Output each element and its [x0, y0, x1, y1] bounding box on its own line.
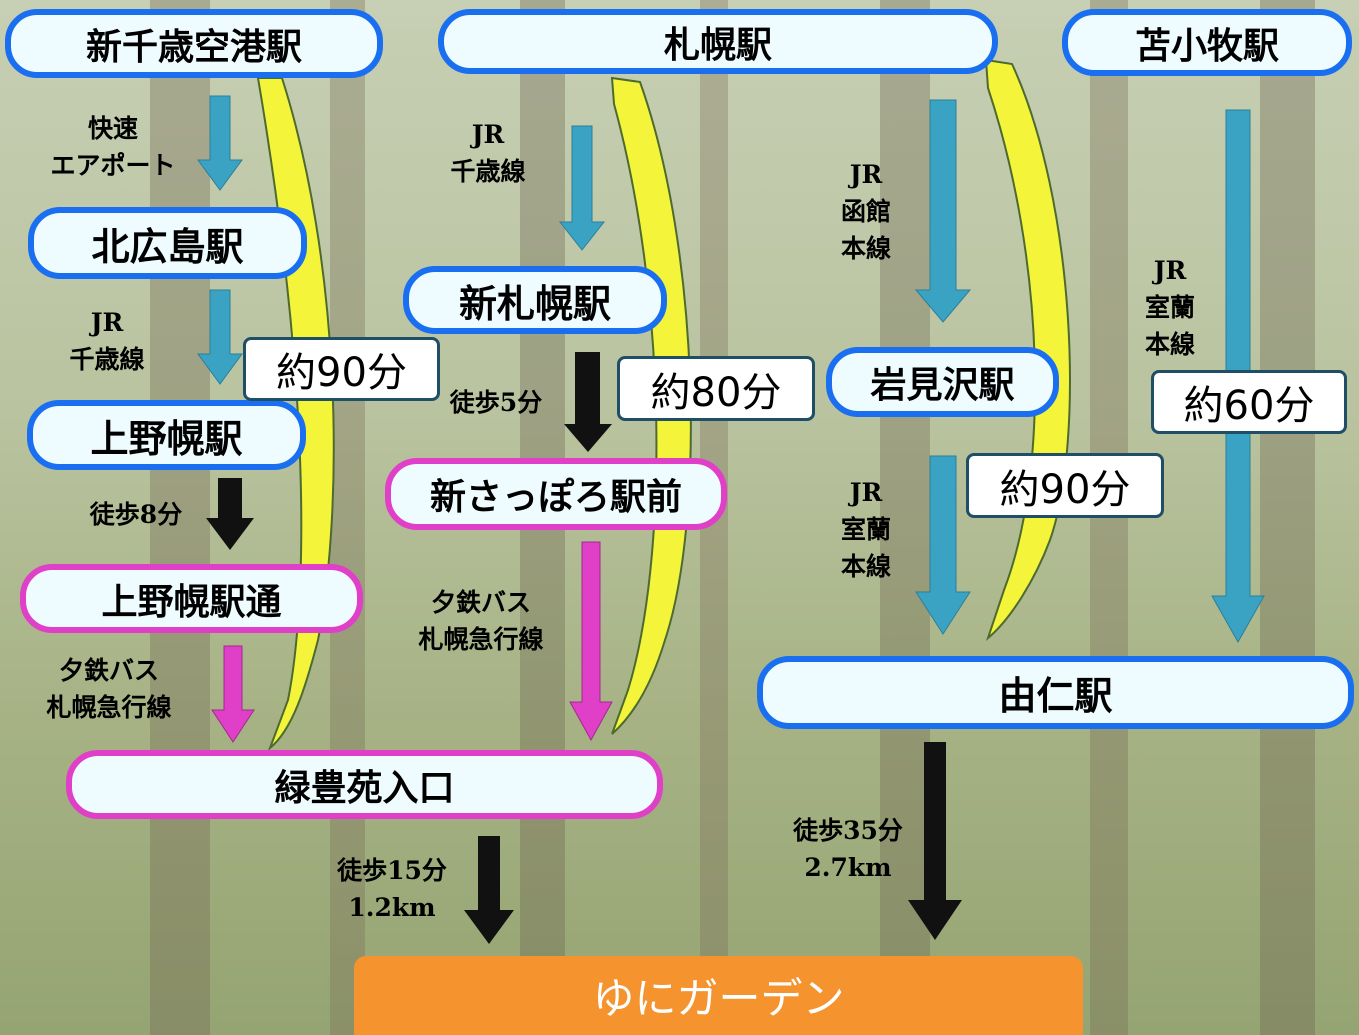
route-label-line: 室蘭: [840, 515, 891, 544]
route-label-line: 本線: [840, 552, 891, 581]
walk-arrow-yuni-garden: [908, 742, 962, 940]
route-label-line: JR: [849, 160, 883, 189]
station-iwamizawa: 岩見沢駅: [826, 347, 1059, 417]
route-label-line: JR: [90, 308, 124, 337]
walk-arrow-ryokuhoen-garden: [464, 836, 514, 944]
route-label-jr-chitose-sapporo: JR 千歳線: [438, 116, 538, 190]
tree-trunk: [1260, 0, 1315, 1035]
station-label: 上野幌駅通: [101, 580, 282, 623]
route-label-line: 夕鉄バス: [58, 656, 159, 685]
route-label-line: 快速: [87, 114, 138, 143]
tree-trunk: [330, 0, 365, 1035]
route-label-line: 本線: [1144, 330, 1195, 359]
walk-arrow-shinsapporo-busstop: [564, 352, 612, 452]
station-shin-chitose: 新千歳空港駅: [5, 9, 383, 78]
destination-label: ゆにガーデン: [592, 974, 845, 1023]
route-label-line: 千歳線: [69, 345, 145, 374]
route-label-walk-5: 徒歩5分: [436, 384, 556, 421]
busstop-ryokuhoen-iriguchi: 緑豊苑入口: [66, 750, 663, 819]
route-label-line: 徒歩5分: [449, 388, 543, 417]
route-label-walk-35: 徒歩35分 2.7km: [778, 812, 918, 886]
station-shin-sapporo: 新札幌駅: [403, 266, 667, 334]
rail-arrow-sapporo-shinsapporo: [558, 125, 606, 251]
time-label: 約80分: [650, 369, 782, 416]
station-label: 北広島駅: [91, 223, 244, 269]
tree-trunk: [880, 0, 930, 1035]
tree-trunk: [150, 0, 210, 1035]
total-arrow-sapporo-bus: [610, 76, 692, 735]
route-label-line: 室蘭: [1144, 293, 1195, 322]
bus-arrow-shinsapporo-ekimae: [569, 541, 613, 742]
route-label-line: 徒歩8分: [89, 500, 183, 529]
time-label: 約90分: [276, 350, 407, 396]
route-label-line: JR: [471, 120, 505, 149]
route-label-line: 徒歩35分: [793, 816, 903, 845]
busstop-shin-sapporo-ekimae: 新さっぽろ駅前: [385, 458, 727, 530]
route-label-line: JR: [1153, 256, 1187, 285]
time-box-chitose: 約90分: [243, 337, 440, 401]
route-label-walk-8: 徒歩8分: [76, 496, 196, 533]
route-label-line: 夕鉄バス: [430, 588, 531, 617]
rail-arrow-chitose-kitahiroshima: [197, 95, 243, 191]
station-label: 苫小牧駅: [1134, 24, 1279, 67]
route-label-line: 1.2km: [348, 893, 436, 922]
rail-arrow-kitahiroshima-kaminopporo: [197, 289, 243, 385]
time-label: 約90分: [999, 466, 1131, 513]
station-kaminopporo: 上野幌駅: [27, 400, 306, 470]
route-label-line: 千歳線: [450, 157, 526, 186]
route-label-jr-hakodate: JR 函館 本線: [826, 156, 906, 267]
route-label-jr-chitose-kitahiroshima: JR 千歳線: [57, 304, 157, 378]
time-box-sapporo-jr: 約90分: [966, 453, 1164, 518]
station-label: 新千歳空港駅: [85, 25, 302, 68]
route-label-jr-muroran-iwamizawa: JR 室蘭 本線: [826, 474, 906, 585]
station-label: 札幌駅: [663, 23, 772, 66]
route-label-bus-kaminopporo: 夕鉄バス 札幌急行線: [26, 652, 192, 726]
station-label: 新さっぽろ駅前: [429, 476, 682, 518]
route-label-line: 徒歩15分: [337, 856, 447, 885]
route-label-line: 札幌急行線: [418, 625, 544, 654]
busstop-kaminopporo-ekidori: 上野幌駅通: [20, 564, 363, 633]
station-label: 上野幌駅: [90, 415, 243, 461]
route-label-line: 函館: [840, 197, 891, 226]
station-label: 緑豊苑入口: [274, 766, 455, 809]
walk-arrow-kaminopporo-busstop: [206, 478, 254, 550]
route-label-jr-muroran-tomakomai: JR 室蘭 本線: [1130, 252, 1210, 363]
destination-yuni-garden: ゆにガーデン: [354, 956, 1083, 1035]
route-label-line: 本線: [840, 234, 891, 263]
route-label-line: エアポート: [50, 151, 176, 180]
rail-arrow-sapporo-iwamizawa: [914, 99, 972, 323]
station-label: 岩見沢駅: [870, 364, 1015, 406]
route-label-line: JR: [849, 478, 883, 507]
route-label-rapid-airport: 快速 エアポート: [38, 110, 188, 184]
station-label: 新札幌駅: [458, 280, 611, 326]
station-tomakomai: 苫小牧駅: [1062, 9, 1352, 76]
route-label-walk-15: 徒歩15分 1.2km: [322, 852, 462, 926]
time-box-sapporo-bus: 約80分: [617, 356, 815, 421]
bus-arrow-kaminopporo-ekidori: [211, 645, 255, 743]
station-yuni: 由仁駅: [757, 656, 1354, 729]
route-label-line: 札幌急行線: [46, 693, 172, 722]
station-kitahiroshima: 北広島駅: [28, 207, 307, 279]
time-box-tomakomai: 約60分: [1151, 370, 1347, 434]
route-label-bus-shinsapporo: 夕鉄バス 札幌急行線: [398, 584, 564, 658]
station-sapporo: 札幌駅: [438, 9, 998, 74]
station-label: 由仁駅: [998, 673, 1113, 718]
time-label: 約60分: [1183, 383, 1315, 429]
rail-arrow-iwamizawa-yuni: [915, 455, 971, 635]
route-label-line: 2.7km: [804, 853, 892, 882]
